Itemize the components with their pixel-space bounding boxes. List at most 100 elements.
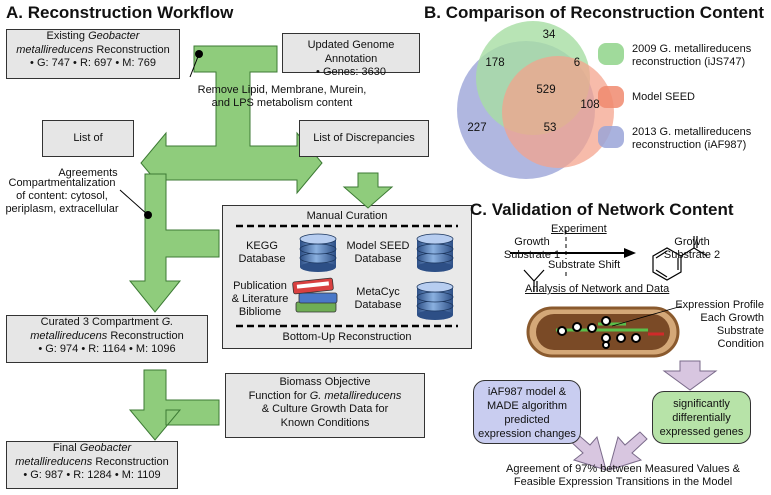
legend-swatch-green	[598, 43, 624, 65]
publication-label-line1: Publication	[233, 280, 287, 292]
biomass-line4: Known Conditions	[280, 416, 370, 429]
expression-line1: Expression Profile	[675, 299, 764, 311]
legend-item-seed: Model SEED	[632, 91, 695, 103]
curation-footer: Bottom-Up Reconstruction	[282, 331, 412, 343]
substrate-shift-label: Substrate Shift	[546, 259, 623, 272]
legend-2009-line1: 2009 G. metallireducens	[632, 43, 752, 55]
biomass-box: Biomass Objective Function for G. metall…	[225, 373, 425, 438]
publication-label-line3: Bibliome	[238, 306, 282, 318]
model-box-line1: iAF987 model &	[487, 386, 567, 398]
legend-swatch-red	[598, 86, 624, 108]
compartment-note-line1: Compartmentalization	[8, 177, 116, 189]
metacyc-database-icon	[416, 281, 454, 321]
final-line2-italic: metallireducens	[15, 455, 93, 468]
curation-title: Manual Curation	[306, 210, 388, 222]
existing-line1-italic: Geobacter	[88, 30, 140, 42]
venn-count-blue-red: 53	[543, 122, 557, 134]
curated-line2-italic: metallireducens	[30, 329, 108, 342]
agreement-text: Agreement of 97% between Measured Values…	[478, 463, 768, 489]
substrate-2-label: Growth Substrate 2	[652, 236, 732, 262]
model-box-line3: predicted	[504, 414, 550, 426]
genes-box-line3: expressed genes	[659, 426, 744, 438]
kegg-label: KEGG Database	[228, 240, 296, 266]
compartment-note: Compartmentalization of content: cytosol…	[2, 177, 122, 216]
seed-label-line1: Model SEED	[346, 240, 410, 252]
kegg-database-icon	[299, 233, 337, 273]
venn-count-red-only: 108	[580, 99, 600, 111]
metacyc-label: MetaCyc Database	[342, 286, 414, 312]
legend-2013-line2: reconstruction (iAF987)	[632, 139, 747, 151]
existing-line2-italic: metallireducens	[16, 43, 94, 56]
legend-swatch-blue	[598, 126, 624, 148]
biomass-line2-pre: Function for	[248, 389, 310, 402]
substrate-1-label: Growth Substrate 1	[492, 236, 572, 262]
publication-label-line2: & Literature	[231, 293, 289, 305]
model-prediction-box: iAF987 model & MADE algorithm predicted …	[473, 380, 581, 444]
kegg-label-line1: KEGG	[246, 240, 278, 252]
venn-count-green-red: 6	[573, 57, 581, 69]
remove-note-line1: Remove Lipid, Membrane, Murein,	[197, 84, 367, 96]
metacyc-label-line1: MetaCyc	[356, 286, 400, 298]
venn-diagram	[457, 21, 614, 179]
genes-box-line1: significantly	[673, 398, 730, 410]
workflow-arrows	[128, 45, 394, 441]
existing-reconstruction-box: Existing Geobacter metallireducens Recon…	[6, 29, 180, 79]
venn-count-blue-only: 227	[467, 122, 487, 134]
final-line1-pre: Final	[52, 442, 80, 454]
curated-line1-italic: G.	[161, 316, 174, 328]
curated-reconstruction-box: Curated 3 Compartment G. metallireducens…	[6, 315, 208, 363]
experiment-label: Experiment	[551, 223, 607, 235]
remove-note-line2: and LPS metabolism content	[211, 97, 353, 109]
legend-item-2009: 2009 G. metallireducens reconstruction (…	[632, 43, 751, 69]
analysis-label: Analysis of Network and Data	[525, 283, 670, 295]
existing-line1-pre: Existing	[46, 30, 89, 42]
expressed-genes-box: significantly differentially expressed g…	[652, 391, 751, 444]
substrate-2-line1: Growth	[674, 236, 710, 248]
acetate-molecule-icon	[523, 269, 545, 292]
legend-2009-line2: reconstruction (iJS747)	[632, 56, 746, 68]
curated-line2-post: Reconstruction	[107, 329, 184, 342]
benzoate-molecule-icon	[652, 236, 708, 281]
genes-box-line2: differentially	[672, 412, 731, 424]
final-line2-post: Reconstruction	[92, 455, 169, 468]
panel-a-title: A. Reconstruction Workflow	[6, 3, 234, 22]
existing-stats: • G: 747 • R: 697 • M: 769	[30, 57, 156, 69]
substrate-1-line1: Growth	[514, 236, 550, 248]
venn-count-green-blue: 178	[485, 57, 505, 69]
agreement-line1: Agreement of 97% between Measured Values…	[506, 463, 740, 475]
kegg-label-line2: Database	[238, 253, 286, 265]
model-box-line4: expression changes	[478, 428, 576, 440]
biomass-line3: & Culture Growth Data for	[261, 403, 389, 415]
updated-line2: • Genes: 3630	[316, 66, 386, 78]
seed-label: Model SEED Database	[340, 240, 416, 266]
biomass-line2-italic: G. metallireducens	[309, 389, 402, 402]
model-box-line2: MADE algorithm	[486, 400, 568, 412]
biomass-line1: Biomass Objective	[279, 376, 371, 388]
updated-annotation-box: Updated Genome Annotation • Genes: 3630	[282, 33, 420, 78]
compartment-note-line3: periplasm, extracellular	[5, 203, 119, 215]
legend-2013-line1: 2013 G. metallireducens	[632, 126, 752, 138]
seed-label-line2: Database	[354, 253, 402, 265]
expression-line3: Substrate	[716, 325, 764, 337]
remove-note: Remove Lipid, Membrane, Murein, and LPS …	[187, 84, 377, 110]
venn-count-green-only: 34	[542, 29, 556, 41]
compartment-note-line2: of content: cytosol,	[16, 190, 108, 202]
bacterium-cell-icon	[526, 305, 683, 358]
final-reconstruction-box: Final Geobacter metallireducens Reconstr…	[6, 441, 178, 489]
legend-item-2013: 2013 G. metallireducens reconstruction (…	[632, 126, 751, 152]
final-line1-italic: Geobacter	[79, 442, 132, 454]
agreement-line2: Feasible Expression Transitions in the M…	[513, 476, 733, 488]
venn-count-all-three: 529	[536, 84, 556, 96]
publication-label: Publication & Literature Bibliome	[224, 280, 296, 319]
panel-b-title: B. Comparison of Reconstruction Content	[424, 3, 764, 22]
updated-line1: Updated Genome Annotation	[307, 39, 395, 65]
metacyc-label-line2: Database	[354, 299, 402, 311]
substrate-2-line2: Substrate 2	[663, 249, 721, 261]
agreements-box: List of Agreements	[42, 120, 134, 179]
discrepancies-box: List of Discrepancies	[299, 120, 429, 157]
final-stats: • G: 987 • R: 1284 • M: 1109	[23, 469, 161, 481]
diagonal-arrow-right-icon	[608, 431, 648, 471]
substrate-1-line2: Substrate 1	[503, 249, 561, 261]
expression-line2: Each Growth	[700, 312, 764, 324]
